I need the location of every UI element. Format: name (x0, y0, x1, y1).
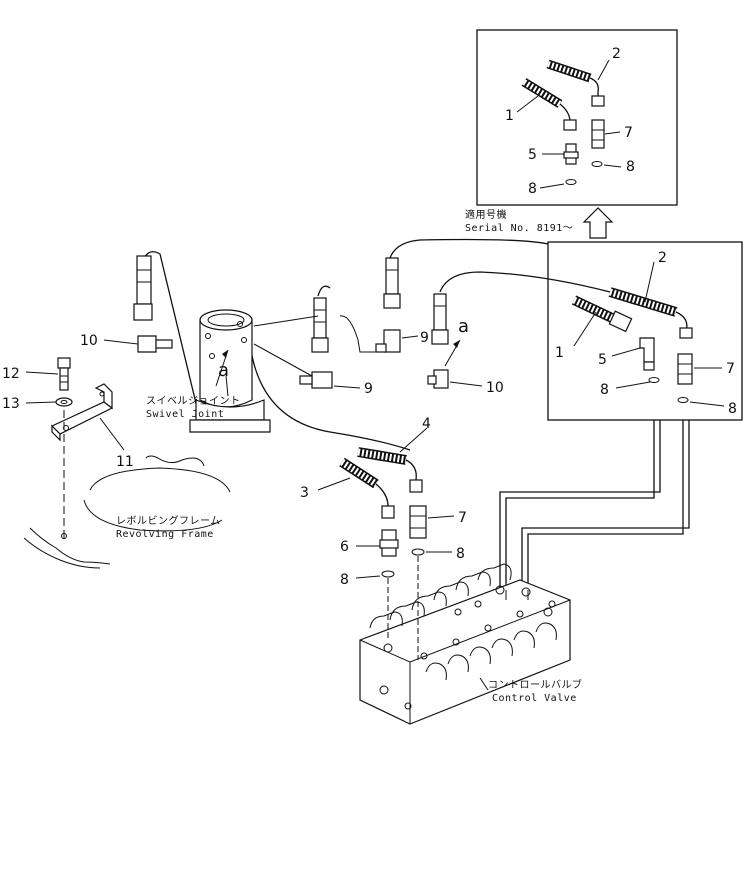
o-ring-8a-inset (591, 161, 603, 167)
revolving-frame (23, 455, 231, 569)
swivel-joint: a (189, 309, 271, 433)
part-label-3: 3 (300, 485, 309, 501)
part-label-13: 13 (2, 396, 20, 412)
upper-hose (389, 238, 611, 293)
bracket-11: 11 (50, 383, 134, 470)
fitting-5-inset (563, 143, 579, 165)
frame-label-jp: レボルビングフレーム (116, 514, 221, 527)
fitting-6: 6 (340, 529, 399, 557)
swivel-label-jp: スイベルジョイント (146, 395, 241, 407)
swivel-label-en: Swivel Joint (146, 409, 224, 420)
standard-detail-box: 2 1 5 7 8 8 (547, 241, 743, 421)
serial-label-jp: 適用号機 (465, 208, 507, 221)
part-label-7-center: 7 (458, 510, 467, 526)
valve-label-en: Control Valve (492, 693, 577, 704)
part-label-1-inset: 1 (505, 108, 514, 124)
swivel-hose (249, 343, 411, 451)
serial-inset-box: 2 1 7 5 8 8 (476, 29, 678, 206)
part-label-9-lower: 9 (364, 381, 373, 397)
part-label-8b-inset: 8 (528, 181, 537, 197)
swivel-fitting-left: 10 (80, 251, 201, 421)
detail-ref-a-left: a (218, 360, 229, 381)
washer-13: 13 (2, 396, 73, 412)
part-label-7-inset: 7 (624, 125, 633, 141)
part-label-8-center: 8 (456, 546, 465, 562)
part-label-7-right: 7 (726, 361, 735, 377)
connection-lines (253, 315, 384, 377)
part-label-8-right-b: 8 (728, 401, 737, 417)
part-label-5: 5 (598, 352, 607, 368)
hose-2-inset (546, 59, 605, 107)
serial-label-en: Serial No. 8191～ (465, 223, 573, 234)
up-arrow-icon (582, 207, 614, 239)
part-label-8a-inset: 8 (626, 159, 635, 175)
part-label-11: 11 (116, 454, 134, 470)
part-label-8-right-a: 8 (600, 382, 609, 398)
hose-4: 4 (357, 416, 431, 493)
part-label-2-inset: 2 (612, 46, 621, 62)
part-label-6: 6 (340, 539, 349, 555)
part-label-10-right: 10 (486, 380, 504, 396)
o-ring-8b-inset (565, 179, 577, 185)
swivel-fitting-right: 9 (375, 257, 429, 353)
part-label-5-inset: 5 (528, 147, 537, 163)
part-label-9-upper: 9 (420, 330, 429, 346)
detail-ref-a-right: a (458, 316, 469, 337)
hose-3: 3 (300, 457, 395, 519)
part-label-8-left: 8 (340, 572, 349, 588)
part-label-10-left: 10 (80, 333, 98, 349)
o-ring-8-left (381, 570, 395, 578)
part-label-12: 12 (2, 366, 20, 382)
detail-a-fitting: 10 a (427, 293, 504, 396)
control-valve (359, 556, 571, 725)
fitting-7-inset (591, 119, 605, 149)
frame-label-en: Revolving Frame (116, 529, 214, 540)
swivel-fitting-center: 9 (299, 285, 373, 397)
part-label-1: 1 (555, 345, 564, 361)
part-label-4: 4 (422, 416, 431, 432)
part-label-2: 2 (658, 250, 667, 266)
valve-label-jp: コントロールバルブ (488, 678, 583, 691)
pipes-to-valve (499, 420, 690, 590)
bolt-12: 12 (2, 357, 71, 391)
fitting-7-center: 7 (409, 505, 467, 539)
o-ring-8-center (411, 548, 425, 556)
hose-1-inset (521, 78, 577, 131)
